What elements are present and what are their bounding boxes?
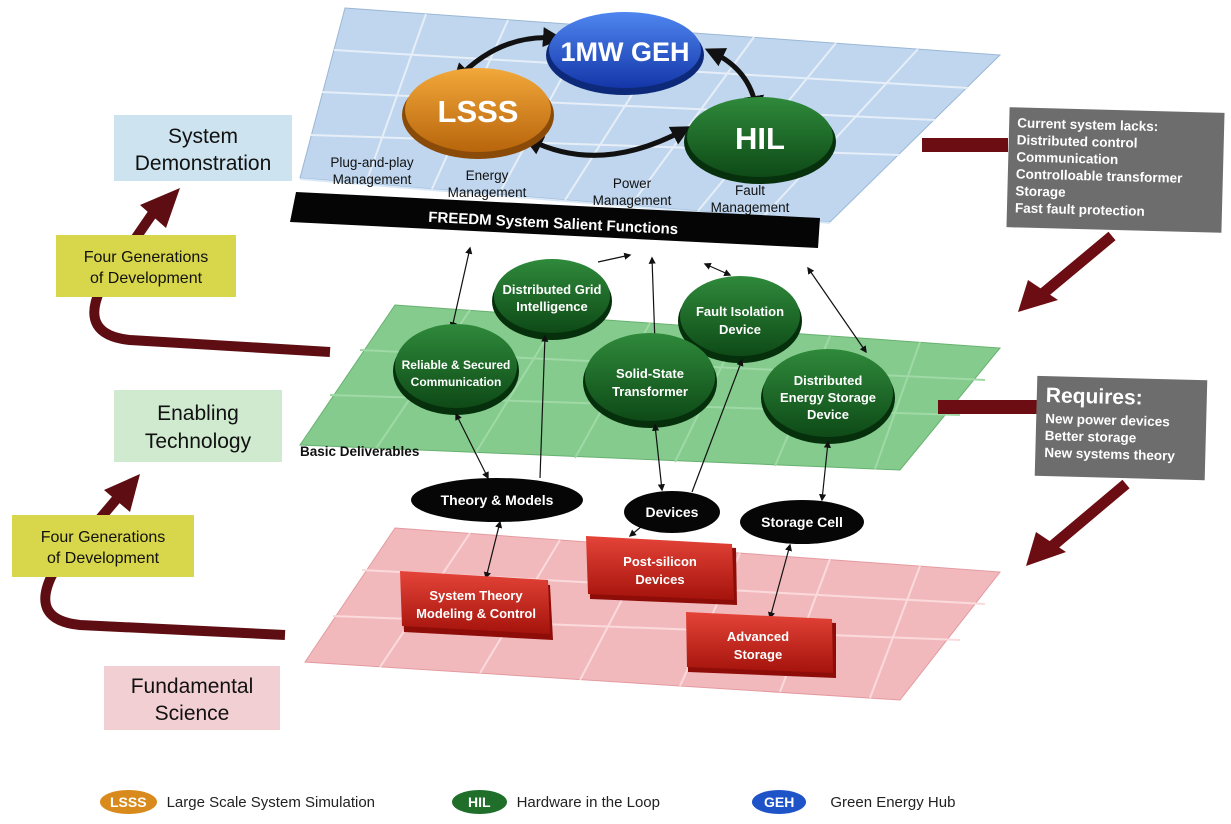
oval-label: Storage Cell [761, 514, 843, 530]
legend-item-lsss: LSSS Large Scale System Simulation [100, 790, 375, 814]
deliverable-label: Reliable & Secured [402, 358, 511, 372]
block-label: Post-silicon [623, 554, 697, 569]
legend-text: Green Energy Hub [830, 793, 956, 811]
deliverable-distributed-grid-intelligence: Distributed Grid Intelligence [492, 259, 612, 340]
function-label: Management [593, 193, 672, 208]
connector-lines-top [449, 246, 867, 354]
level-box-fundamental [104, 666, 280, 730]
level-label: System [168, 125, 238, 148]
block-post-silicon-devices: Post-silicon Devices [586, 536, 737, 605]
generations-label: of Development [90, 270, 203, 287]
generations-box-lower [12, 515, 194, 577]
lacks-item: Controlloable transformer [1016, 166, 1184, 185]
deliverable-label: Distributed Grid [503, 282, 602, 297]
lacks-item: Fast fault protection [1015, 200, 1145, 218]
lacks-item: Storage [1015, 183, 1066, 199]
lacks-callout-box [1006, 107, 1225, 233]
requires-title: Requires: [1046, 384, 1143, 410]
generations-label: Four Generations [84, 249, 209, 266]
lsss-label: LSSS [438, 94, 519, 129]
generations-box-upper [56, 235, 236, 297]
block-label: Modeling & Control [416, 606, 536, 621]
block-system-theory: System Theory Modeling & Control [400, 571, 553, 640]
deliverable-label: Communication [411, 375, 502, 389]
function-label: Management [711, 200, 790, 215]
deliverable-reliable-secured-communication: Reliable & Secured Communication [393, 324, 519, 415]
level-label: Science [155, 702, 230, 725]
requires-item: New power devices [1045, 411, 1170, 429]
level-box-system [114, 115, 292, 181]
legend-item-geh: GEH Green Energy Hub [752, 790, 955, 814]
generation-arrowhead-upper [140, 188, 180, 228]
lacks-callout-text: Current system lacks: Distributed contro… [1015, 115, 1184, 218]
connector-lines-bottom [455, 334, 831, 620]
oval-label: Theory & Models [441, 492, 554, 508]
deliverable-label: Transformer [612, 384, 688, 399]
deliverable-label: Device [719, 322, 761, 337]
lsss-hub: LSSS [402, 68, 554, 159]
legend-item-hil: HIL Hardware in the Loop [452, 790, 660, 814]
function-label: Management [448, 185, 527, 200]
deliverable-label: Fault Isolation [696, 304, 784, 319]
oval-devices: Devices [624, 491, 720, 533]
deliverable-label: Distributed [794, 373, 863, 388]
salient-functions-bar [290, 192, 820, 248]
function-label: Energy [466, 168, 509, 183]
level-label: Enabling [157, 402, 239, 425]
requires-callout-box [1034, 375, 1208, 481]
legend-swatch-hil: HIL [452, 790, 507, 814]
function-label: Power [613, 176, 652, 191]
deliverable-solid-state-transformer: Solid-State Transformer [583, 333, 717, 428]
block-label: Storage [734, 647, 782, 662]
generations-label: Four Generations [41, 529, 166, 546]
block-label: System Theory [429, 588, 523, 603]
geh-label: 1MW GEH [560, 37, 689, 67]
oval-label: Devices [646, 504, 699, 520]
lacks-item: Communication [1016, 149, 1118, 167]
deliverable-label: Energy Storage [780, 390, 876, 405]
generations-labels: Four Generations of Development Four Gen… [41, 249, 209, 567]
block-label: Advanced [727, 629, 789, 644]
deliverable-label: Device [807, 407, 849, 422]
legend: LSSS Large Scale System Simulation HIL H… [0, 790, 1231, 824]
lacks-title: Current system lacks: [1017, 115, 1158, 134]
function-label: Management [333, 172, 412, 187]
function-label: Fault [735, 183, 765, 198]
generations-label: of Development [47, 550, 160, 567]
geh-hub: 1MW GEH [546, 12, 704, 95]
function-label: Plug-and-play [330, 155, 414, 170]
block-label: Devices [635, 572, 684, 587]
requires-item: Better storage [1045, 428, 1137, 445]
legend-swatch-geh: GEH [752, 790, 807, 814]
oval-storage-cell: Storage Cell [740, 500, 864, 544]
generation-arrowhead-lower [104, 474, 140, 512]
requires-callout-text: Requires: New power devices Better stora… [1044, 384, 1175, 463]
legend-text: Hardware in the Loop [516, 793, 660, 811]
oval-theory-models: Theory & Models [411, 478, 583, 522]
level-label: Technology [145, 430, 252, 453]
deliverable-label: Solid-State [616, 366, 684, 381]
hil-label: HIL [735, 121, 785, 156]
lacks-item: Distributed control [1017, 132, 1138, 150]
deliverable-distributed-energy-storage-device: Distributed Energy Storage Device [761, 349, 895, 444]
level-box-enabling [114, 390, 282, 462]
level-label: Demonstration [135, 152, 272, 175]
requires-item: New systems theory [1044, 445, 1175, 463]
legend-swatch-lsss: LSSS [100, 790, 157, 814]
deliverable-fault-isolation-device: Fault Isolation Device [678, 276, 802, 363]
level-label: Fundamental [131, 675, 254, 698]
level-labels: System Demonstration Enabling Technology… [131, 125, 272, 725]
function-labels: Plug-and-play Management Energy Manageme… [330, 155, 789, 215]
block-advanced-storage: Advanced Storage [686, 612, 836, 678]
basic-deliverables-label: Basic Deliverables [300, 444, 419, 459]
deliverable-label: Intelligence [516, 299, 588, 314]
right-connectors [922, 138, 1130, 566]
legend-text: Large Scale System Simulation [166, 793, 376, 811]
hil-hub: HIL [684, 97, 836, 184]
